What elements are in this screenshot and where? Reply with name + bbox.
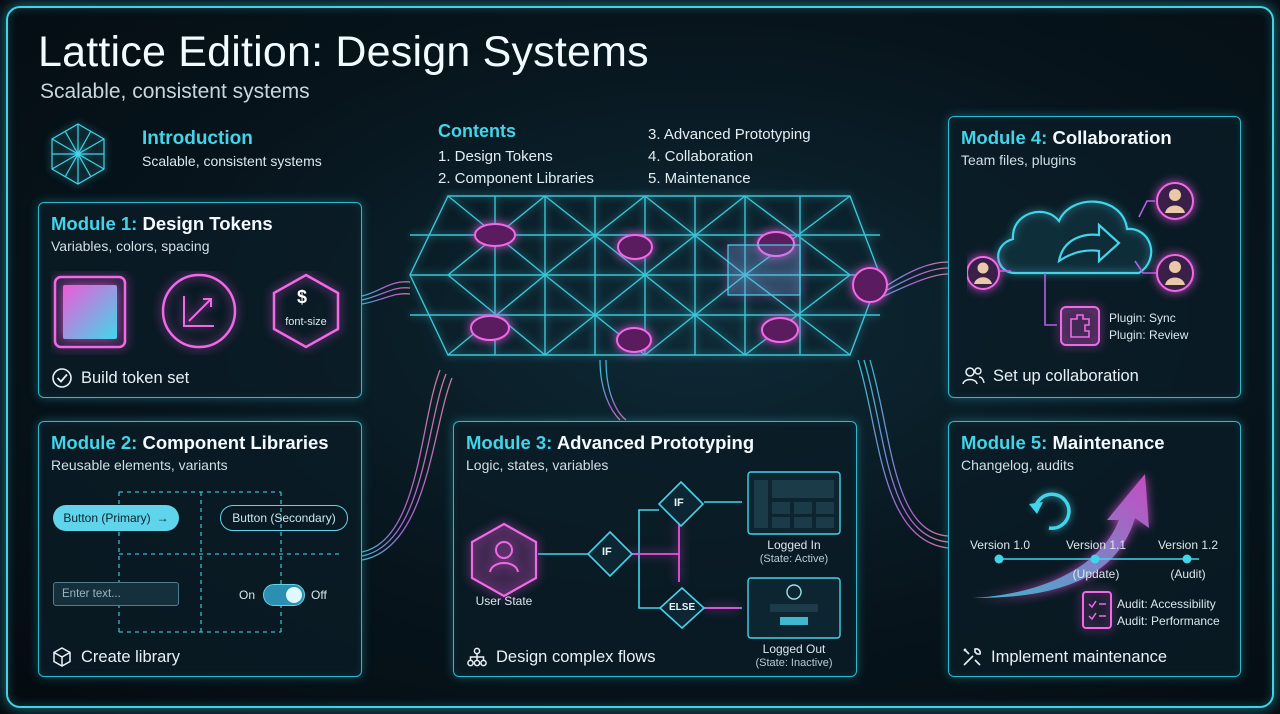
- module-1-card: Module 1: Design Tokens Variables, color…: [38, 202, 362, 398]
- module-title: Module 3: Advanced Prototyping: [466, 432, 755, 453]
- dollar-icon: $: [297, 287, 308, 307]
- users-icon: [962, 367, 985, 385]
- module-subtitle: Variables, colors, spacing: [51, 238, 210, 254]
- version-1-0-label: Version 1.0: [969, 538, 1031, 552]
- intro-section: Introduction Scalable, consistent system…: [44, 118, 364, 188]
- dashed-layout-grid: [118, 491, 339, 633]
- button-primary[interactable]: Button (Primary)→: [53, 505, 179, 531]
- contents-item[interactable]: 5. Maintenance: [648, 170, 751, 187]
- puzzle-icon: [1061, 307, 1099, 345]
- contents-title: Contents: [438, 121, 516, 141]
- version-1-1-label: Version 1.1: [1065, 538, 1127, 552]
- page-title: Lattice Edition: Design Systems: [38, 28, 649, 76]
- clipboard-icon: [1083, 592, 1111, 628]
- version-timeline: [973, 474, 1199, 629]
- module-subtitle: Changelog, audits: [961, 457, 1074, 473]
- version-1-2-label: Version 1.2: [1157, 538, 1219, 552]
- audit-performance-label: Audit: Performance: [1117, 614, 1220, 628]
- refresh-icon: [1029, 488, 1069, 528]
- contents-item[interactable]: 2. Component Libraries: [438, 170, 594, 187]
- arrow-right-icon: →: [156, 511, 169, 525]
- module-3-card: Module 3: Advanced Prototyping Logic, st…: [453, 421, 857, 677]
- module-2-card: Module 2: Component Libraries Reusable e…: [38, 421, 362, 677]
- avatar[interactable]: [967, 257, 999, 289]
- module-title: Module 4: Collaboration: [961, 127, 1172, 148]
- page-subtitle: Scalable, consistent systems: [40, 80, 310, 103]
- avatar[interactable]: [1157, 183, 1193, 219]
- color-swatch-icon: [55, 277, 125, 347]
- create-library-button[interactable]: Create library: [51, 646, 180, 668]
- flow-lines: [361, 261, 949, 561]
- module-subtitle: Logic, states, variables: [466, 457, 609, 473]
- else-label: ELSE: [669, 602, 696, 613]
- toggle-switch[interactable]: [263, 584, 305, 606]
- logged-in-label: Logged In: [767, 538, 821, 552]
- module-4-card: Module 4: Collaboration Team files, plug…: [948, 116, 1241, 398]
- build-token-set-button[interactable]: Build token set: [51, 367, 189, 389]
- logged-out-label: Logged Out: [762, 642, 826, 656]
- token-icons: [53, 273, 340, 349]
- contents-item[interactable]: 3. Advanced Prototyping: [648, 126, 811, 143]
- lattice-nodes: [470, 223, 888, 353]
- button-secondary[interactable]: Button (Secondary): [220, 505, 348, 531]
- contents-item[interactable]: 1. Design Tokens: [438, 148, 553, 165]
- intro-subtitle: Scalable, consistent systems: [142, 153, 322, 169]
- lattice-grid-icon: [51, 123, 105, 185]
- font-size-token-label: font-size: [285, 316, 327, 328]
- tools-icon: [963, 648, 981, 666]
- avatar[interactable]: [1157, 255, 1193, 291]
- logged-in-state: (State: Active): [759, 553, 829, 565]
- toggle-knob: [286, 587, 302, 603]
- module-title: Module 2: Component Libraries: [51, 432, 329, 453]
- set-up-collaboration-button[interactable]: Set up collaboration: [961, 365, 1139, 387]
- implement-maintenance-button[interactable]: Implement maintenance: [961, 646, 1167, 668]
- module-title: Module 5: Maintenance: [961, 432, 1165, 453]
- intro-title: Introduction: [142, 128, 253, 149]
- contents-section: Contents 1. Design Tokens 2. Component L…: [438, 121, 838, 191]
- module-title: Module 1: Design Tokens: [51, 213, 273, 234]
- design-flows-button[interactable]: Design complex flows: [466, 646, 656, 668]
- flow-tree-icon: [467, 647, 487, 667]
- cube-icon: [53, 647, 71, 667]
- logged-out-state: (State: Inactive): [755, 657, 833, 669]
- plugin-sync-label: Plugin: Sync: [1109, 311, 1176, 325]
- flow-diagram: [470, 471, 841, 639]
- module-subtitle: Team files, plugins: [961, 152, 1077, 168]
- check-circle-icon: [52, 368, 72, 388]
- audit-note: (Audit): [1170, 567, 1206, 581]
- contents-item[interactable]: 4. Collaboration: [648, 148, 754, 165]
- audit-accessibility-label: Audit: Accessibility: [1117, 597, 1216, 611]
- toggle-on-label: On: [239, 588, 256, 602]
- module-5-card: Module 5: Maintenance Changelog, audits …: [948, 421, 1241, 677]
- collaboration-diagram: [967, 182, 1194, 346]
- toggle-off-label: Off: [311, 588, 327, 602]
- module-subtitle: Reusable elements, variants: [51, 457, 228, 473]
- if-label-2: IF: [674, 497, 684, 509]
- if-label: IF: [602, 546, 612, 558]
- user-state-label: User State: [475, 594, 533, 608]
- text-input[interactable]: Enter text...: [53, 582, 179, 606]
- update-note: (Update): [1072, 567, 1120, 581]
- spacing-icon: [163, 275, 235, 347]
- plugin-review-label: Plugin: Review: [1109, 328, 1189, 342]
